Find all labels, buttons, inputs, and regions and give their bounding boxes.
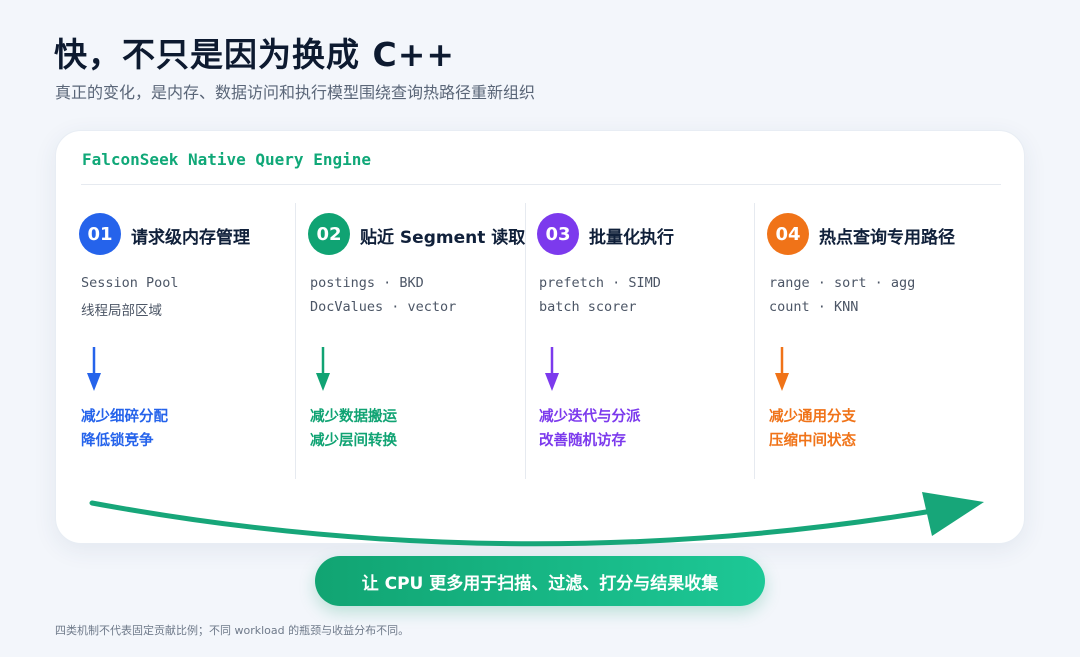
down-arrow-icon [545, 347, 559, 391]
column-divider [754, 203, 755, 479]
footnote: 四类机制不代表固定贡献比例；不同 workload 的瓶颈与收益分布不同。 [55, 624, 410, 637]
mechanism-column-4: 04 热点查询专用路径 range · sort · agg count · K… [767, 209, 997, 479]
page-subtitle: 真正的变化，是内存、数据访问和执行模型围绕查询热路径重新组织 [55, 83, 536, 102]
mechanism-column-2: 02 贴近 Segment 读取 postings · BKD DocValue… [308, 209, 538, 479]
effect-2: 降低锁竞争 [81, 433, 154, 449]
down-arrow-icon [316, 347, 330, 391]
effect-2: 压缩中间状态 [769, 433, 856, 449]
effect-1: 减少数据搬运 [310, 409, 397, 425]
outcome-pill: 让 CPU 更多用于扫描、过滤、打分与结果收集 [315, 556, 765, 606]
down-arrow-icon [775, 347, 789, 391]
mechanism-detail-2: batch scorer [539, 299, 637, 315]
mechanism-detail-1: range · sort · agg [769, 275, 916, 291]
mechanism-column-3: 03 批量化执行 prefetch · SIMD batch scorer 减少… [537, 209, 767, 479]
step-badge-2: 02 [308, 213, 350, 255]
effect-1: 减少细碎分配 [81, 409, 168, 425]
effect-1: 减少迭代与分派 [539, 409, 641, 425]
step-badge-1: 01 [79, 213, 121, 255]
mechanism-detail-2: count · KNN [769, 299, 859, 315]
column-divider [295, 203, 296, 479]
mechanism-column-1: 01 请求级内存管理 Session Pool 线程局部区域 减少细碎分配 降低… [79, 209, 309, 479]
mechanism-detail-1: prefetch · SIMD [539, 275, 661, 291]
down-arrow-icon [87, 347, 101, 391]
effect-2: 改善随机访存 [539, 433, 626, 449]
mechanism-title: 批量化执行 [589, 228, 674, 248]
card-divider [81, 184, 1001, 185]
mechanism-title: 贴近 Segment 读取 [360, 228, 526, 248]
engine-name: FalconSeek Native Query Engine [82, 150, 371, 169]
mechanism-detail-2: 线程局部区域 [81, 303, 162, 319]
mechanism-title: 请求级内存管理 [131, 228, 250, 248]
column-divider [525, 203, 526, 479]
mechanism-title: 热点查询专用路径 [819, 228, 955, 248]
mechanism-detail-1: postings · BKD [310, 275, 424, 291]
mechanism-detail-2: DocValues · vector [310, 299, 457, 315]
step-badge-4: 04 [767, 213, 809, 255]
page-title: 快，不只是因为换成 C++ [54, 35, 456, 74]
effect-1: 减少通用分支 [769, 409, 856, 425]
effect-2: 减少层间转换 [310, 433, 397, 449]
step-badge-3: 03 [537, 213, 579, 255]
mechanism-detail-1: Session Pool [81, 275, 179, 291]
engine-card: FalconSeek Native Query Engine 01 请求级内存管… [55, 130, 1025, 544]
